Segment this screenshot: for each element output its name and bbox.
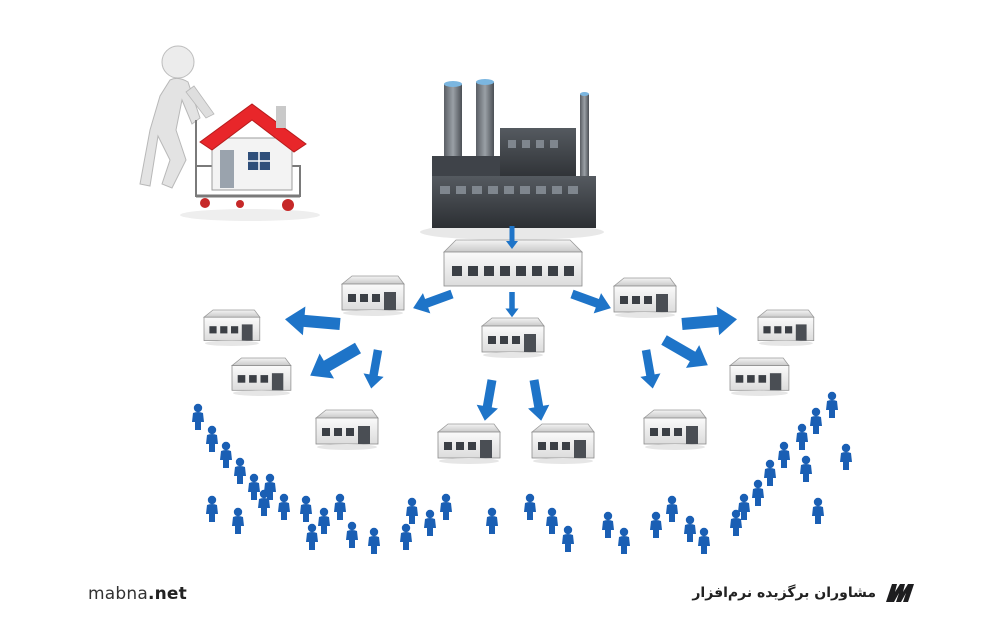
customer-figure-icon bbox=[698, 527, 710, 554]
customer-figure-icon bbox=[546, 507, 558, 534]
site-name: mabna bbox=[88, 584, 148, 604]
arrow-icon bbox=[680, 304, 739, 339]
customer-figure-icon bbox=[334, 493, 346, 520]
brand-text: مشاوران برگزیده نرم‌افزار bbox=[692, 585, 876, 601]
customer-figure-icon bbox=[812, 497, 824, 524]
customer-figure-icon bbox=[764, 459, 776, 486]
warehouse-icon bbox=[729, 357, 790, 397]
customer-figure-icon bbox=[424, 509, 436, 536]
customer-figure-icon bbox=[232, 507, 244, 534]
customer-figure-icon bbox=[650, 511, 662, 538]
arrow-icon bbox=[635, 348, 663, 391]
arrow-icon bbox=[523, 378, 552, 423]
warehouse-icon bbox=[437, 423, 501, 465]
customer-figure-icon bbox=[800, 455, 812, 482]
person-pushing-cart-icon bbox=[139, 45, 320, 221]
customer-figure-icon bbox=[406, 497, 418, 524]
warehouse-icon bbox=[315, 409, 379, 451]
site-tld: .net bbox=[147, 584, 187, 604]
customer-figure-icon bbox=[400, 523, 412, 550]
arrow-icon bbox=[361, 348, 389, 391]
arrow-icon bbox=[283, 304, 342, 339]
arrow-icon bbox=[657, 328, 715, 377]
arrow-icon bbox=[568, 283, 615, 319]
customer-figure-icon bbox=[318, 507, 330, 534]
brand-logo[interactable]: مشاوران برگزیده نرم‌افزار bbox=[692, 580, 918, 606]
customer-figure-icon bbox=[278, 493, 290, 520]
customer-figure-icon bbox=[618, 527, 630, 554]
customer-figure-icon bbox=[368, 527, 380, 554]
customer-figure-icon bbox=[220, 441, 232, 468]
factory-icon bbox=[420, 79, 604, 240]
mabna-logo-icon bbox=[886, 584, 914, 602]
warehouse-icon bbox=[443, 239, 583, 287]
customer-figure-icon bbox=[738, 493, 750, 520]
customer-figure-icon bbox=[234, 457, 246, 484]
customer-figure-icon bbox=[524, 493, 536, 520]
warehouse-icon bbox=[613, 277, 677, 319]
customer-figure-icon bbox=[248, 473, 260, 500]
customer-figure-icon bbox=[192, 403, 204, 430]
customer-figure-icon bbox=[346, 521, 358, 548]
warehouse-icon bbox=[531, 423, 595, 465]
customer-figure-icon bbox=[486, 507, 498, 534]
customer-figure-icon bbox=[306, 523, 318, 550]
customer-figure-icon bbox=[562, 525, 574, 552]
house-icon bbox=[199, 103, 307, 191]
warehouse-icon bbox=[757, 309, 815, 347]
warehouse-icon bbox=[481, 317, 545, 359]
customer-figure-icon bbox=[778, 441, 790, 468]
customer-figure-icon bbox=[752, 479, 764, 506]
customer-figure-icon bbox=[810, 407, 822, 434]
customer-figure-icon bbox=[300, 495, 312, 522]
customer-group bbox=[192, 391, 852, 554]
customer-figure-icon bbox=[684, 515, 696, 542]
customer-figure-icon bbox=[206, 495, 218, 522]
customer-figure-icon bbox=[440, 493, 452, 520]
customer-figure-icon bbox=[730, 509, 742, 536]
customer-figure-icon bbox=[796, 423, 808, 450]
arrow-icon bbox=[474, 378, 503, 423]
warehouse-icon bbox=[341, 275, 405, 317]
arrow-icon bbox=[505, 292, 519, 318]
customer-figure-icon bbox=[826, 391, 838, 418]
customer-figure-icon bbox=[602, 511, 614, 538]
customer-figure-icon bbox=[206, 425, 218, 452]
warehouse-icon bbox=[203, 309, 261, 347]
site-domain[interactable]: mabna.net bbox=[88, 584, 187, 604]
customer-figure-icon bbox=[840, 443, 852, 470]
arrow-icon bbox=[302, 335, 366, 389]
customer-figure-icon bbox=[666, 495, 678, 522]
warehouse-icon bbox=[231, 357, 292, 397]
warehouse-icon bbox=[643, 409, 707, 451]
arrow-icon bbox=[409, 283, 456, 319]
